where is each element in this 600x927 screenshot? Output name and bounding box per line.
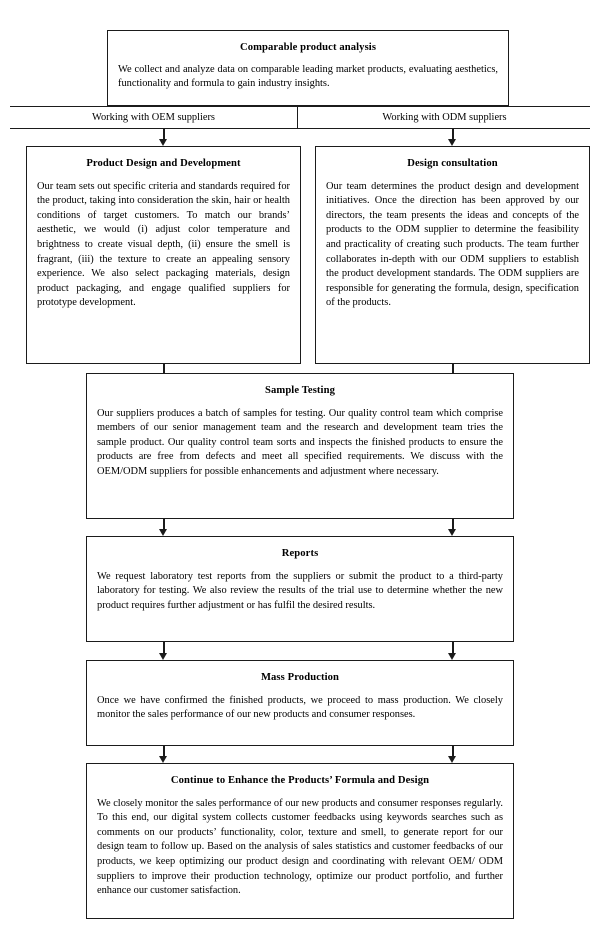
node-title: Design consultation [407, 158, 498, 169]
node-design-consultation: Design consultation Our team determines … [315, 146, 590, 364]
node-title: Comparable product analysis [239, 42, 377, 53]
node-title: Mass Production [260, 672, 340, 683]
node-body: Once we have confirmed the finished prod… [97, 694, 503, 721]
node-comparable-product-analysis: Comparable product analysis We collect a… [107, 30, 509, 106]
node-product-design-and-development: Product Design and Development Our team … [26, 146, 301, 364]
node-body: We request laboratory test reports from … [97, 570, 503, 611]
node-title: Continue to Enhance the Products’ Formul… [170, 775, 430, 786]
node-title: Sample Testing [265, 385, 335, 396]
node-body: Our suppliers produces a batch of sample… [97, 407, 503, 478]
node-body: Our team sets out specific criteria and … [37, 180, 290, 309]
branch-split-divider [297, 106, 299, 129]
node-reports: Reports We request laboratory test repor… [86, 536, 514, 642]
node-body: We closely monitor the sales performance… [97, 797, 503, 897]
node-body: We collect and analyze data on comparabl… [118, 63, 498, 90]
node-sample-testing: Sample Testing Our suppliers produces a … [86, 373, 514, 519]
node-title: Reports [281, 548, 319, 559]
node-mass-production: Mass Production Once we have confirmed t… [86, 660, 514, 746]
node-body: Our team determines the product design a… [326, 180, 579, 309]
branch-split-bar [10, 106, 590, 129]
node-continue-to-enhance-products-formula-and-design: Continue to Enhance the Products’ Formul… [86, 763, 514, 919]
node-title: Product Design and Development [86, 158, 241, 169]
branch-label-oem: Working with OEM suppliers [92, 112, 215, 123]
branch-label-odm: Working with ODM suppliers [382, 112, 507, 123]
